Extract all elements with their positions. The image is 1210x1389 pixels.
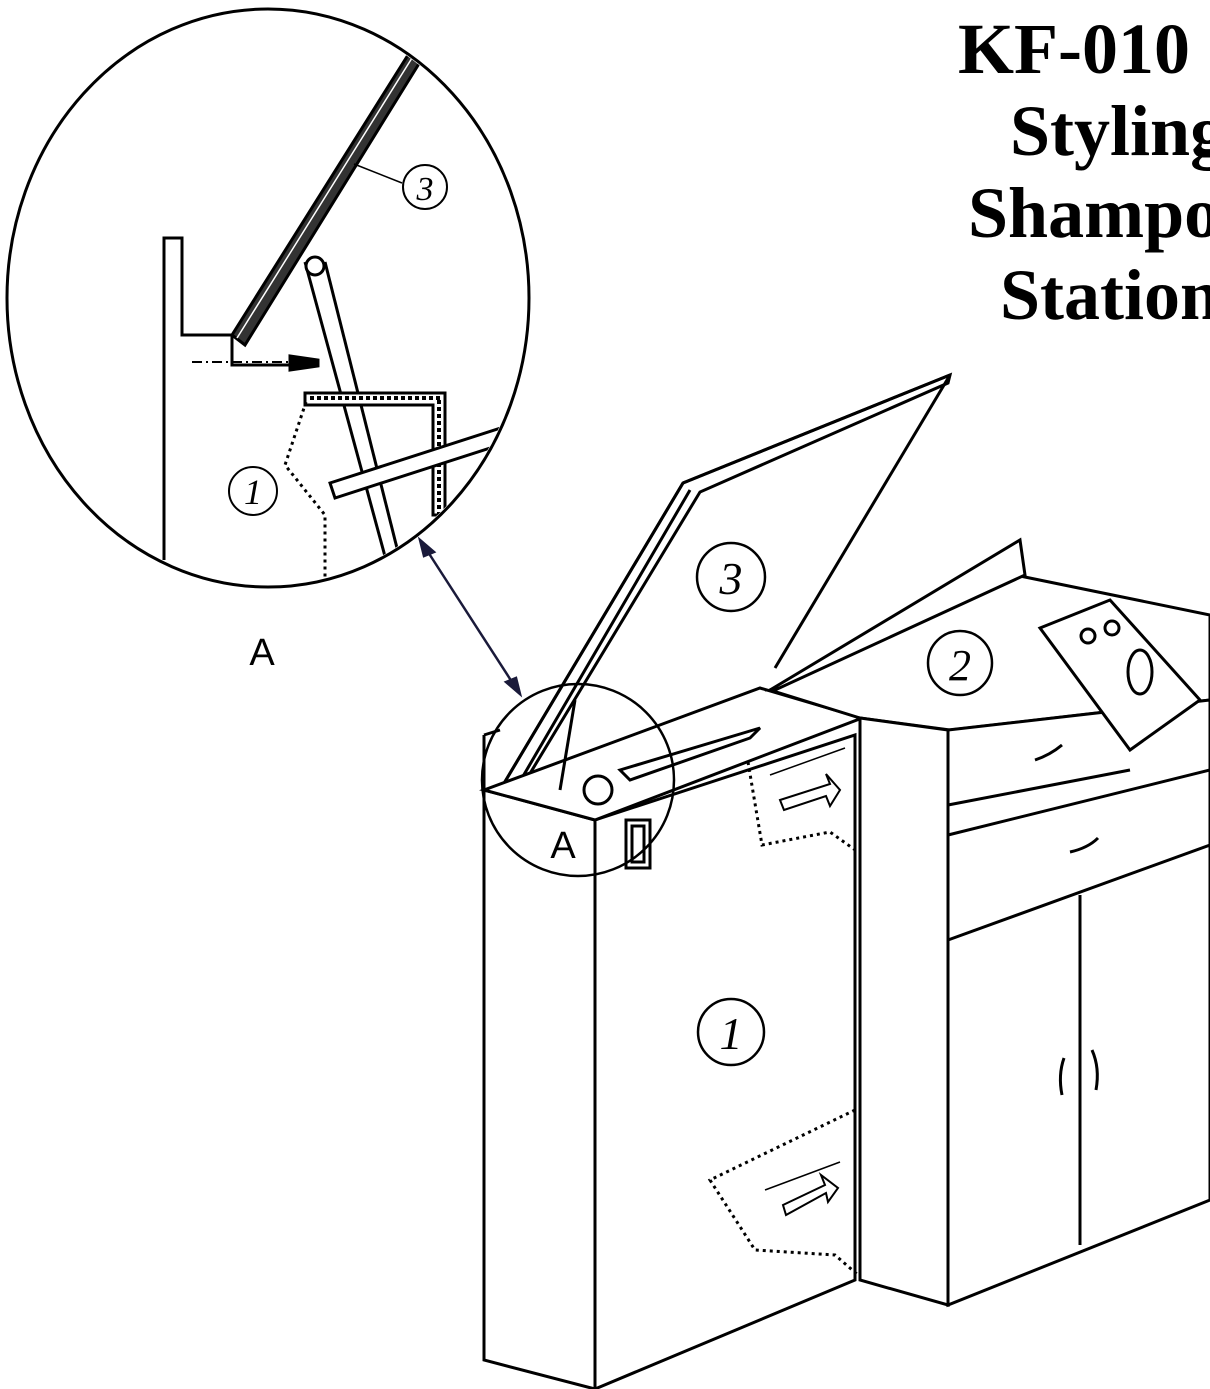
detail-connector-arrow	[417, 536, 523, 698]
front-cabinet	[479, 686, 867, 1389]
detail-screw	[288, 354, 320, 372]
main-assembly	[479, 372, 1210, 1389]
title-block: KF-010 Styling Shampo Station	[958, 8, 1210, 336]
detail-view-a: 3 1	[5, 7, 531, 589]
fastener-arrows	[764, 747, 846, 1217]
detail-label-a: A	[249, 632, 275, 674]
part-callouts: 3 2 1	[695, 541, 994, 1067]
title-line-2: Styling	[1010, 91, 1210, 171]
part-1-label: 1	[720, 1008, 743, 1059]
title-line-4: Station	[1000, 255, 1210, 335]
title-model: KF-010	[958, 9, 1190, 89]
detail-part-1-label: 1	[244, 472, 262, 512]
detail-circle	[5, 7, 531, 589]
detail-dotted-outline	[283, 401, 327, 580]
detail-part-3-label: 3	[416, 171, 434, 208]
detail-marker-circle	[480, 682, 676, 878]
hidden-fasteners	[707, 761, 859, 1277]
detail-gas-strut	[303, 255, 402, 561]
detail-bracket	[162, 236, 300, 560]
title-line-3: Shampo	[968, 173, 1210, 253]
detail-marker-a: A	[550, 825, 576, 867]
detail-lid-panel	[230, 52, 423, 348]
part-3-label: 3	[719, 553, 743, 604]
part-2-label: 2	[949, 641, 971, 690]
